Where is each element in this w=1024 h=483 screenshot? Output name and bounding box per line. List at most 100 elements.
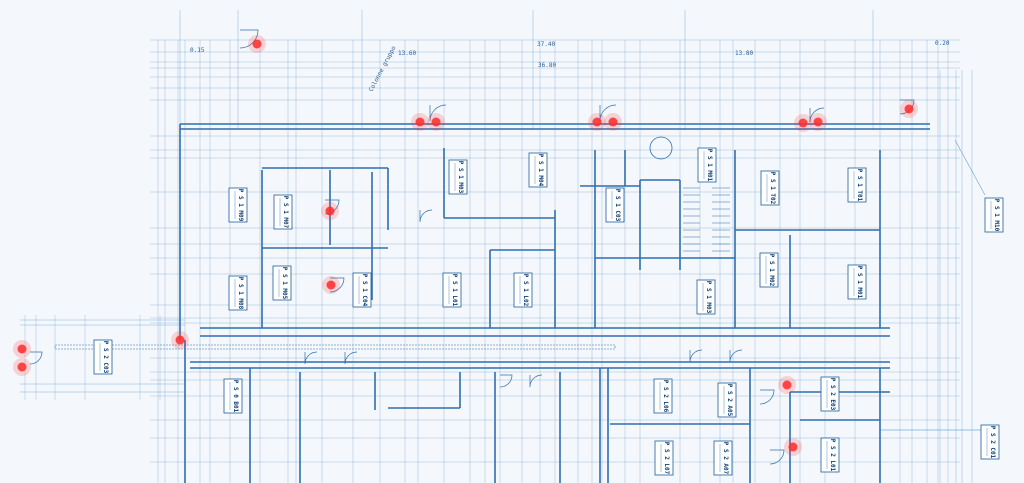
marker-dot <box>608 117 618 127</box>
room-id-label: P S 2 E03 <box>829 378 836 411</box>
corridor-hatch <box>54 344 616 350</box>
room-id-label: P S 2 L07 <box>663 442 670 475</box>
dimension-labels: 37.40 13.60 0.15 0.20 36.80 13.80 Colonn… <box>190 40 950 93</box>
room-tag: P S 1 M01 <box>697 147 717 183</box>
room-tag: P S 2 E03 <box>820 376 840 412</box>
room-tag-box <box>352 272 372 308</box>
room-tag-box <box>820 376 840 412</box>
room-tag: P S 1 M02 <box>759 252 779 288</box>
room-id-label: P S 2 A05 <box>726 384 733 417</box>
room-tag: P S 1 M07 <box>273 194 293 230</box>
room-id-label: P S 1 T01 <box>856 169 863 202</box>
room-tag: P S 1 M03 <box>448 159 468 195</box>
room-tag: P S 2 A07 <box>713 440 733 476</box>
room-tag: P S 2 L01 <box>820 437 840 473</box>
marker-dot <box>798 118 808 128</box>
room-tag-box <box>847 167 867 203</box>
room-tag: P S 1 M05 <box>272 265 292 301</box>
room-tag-box <box>759 252 779 288</box>
room-id-label: P S 1 M04 <box>537 154 544 187</box>
room-tag: P S 1 L01 <box>442 272 462 308</box>
room-tag-box <box>273 194 293 230</box>
room-tag: P S 1 M01 <box>847 264 867 300</box>
marker-dot <box>904 104 914 114</box>
door-swings <box>29 29 915 465</box>
room-tag-box <box>760 170 780 206</box>
room-id-label: P S 1 L01 <box>451 274 458 307</box>
room-tag-box <box>713 440 733 476</box>
room-id-label: P S 1 M05 <box>281 267 288 300</box>
room-tag-box <box>654 440 674 476</box>
door-swing <box>809 107 825 123</box>
room-tag: P S 1 M09 <box>228 187 248 223</box>
room-tag-box <box>228 275 248 311</box>
marker-dot <box>17 362 27 372</box>
door-swing <box>499 374 513 388</box>
room-id-label: P S 1 C04 <box>361 274 368 307</box>
room-tag: P S 1 M08 <box>228 275 248 311</box>
room-tag-box <box>847 264 867 300</box>
marker-dot <box>782 380 792 390</box>
room-id-label: P S 2 C03 <box>102 341 109 374</box>
leader-line <box>954 139 986 196</box>
room-id-label: P S 1 M07 <box>282 196 289 229</box>
markers <box>13 35 918 456</box>
door-swing <box>729 349 743 363</box>
door-swing <box>529 374 543 388</box>
room-tag: P S 2 C01 <box>980 424 1000 460</box>
room-id-label: P S 1 M03 <box>705 281 712 314</box>
room-id-label: P S 2 C01 <box>989 426 996 459</box>
room-tag-box <box>717 382 737 418</box>
marker-dot <box>415 117 425 127</box>
room-tag: P S 2 A05 <box>717 382 737 418</box>
marker-dot <box>17 344 27 354</box>
room-tag-box <box>605 187 625 223</box>
dim-label-4: 0.20 <box>935 40 950 47</box>
room-id-label: P S 1 M01 <box>706 149 713 182</box>
room-tag: P S 1 T01 <box>847 167 867 203</box>
door-swing <box>29 351 43 365</box>
door-swing <box>689 349 703 363</box>
room-tag-box <box>223 378 243 414</box>
room-id-label: P S 1 M03 <box>457 161 464 194</box>
dim-label-1: 37.40 <box>537 41 555 48</box>
door-swing <box>759 389 775 405</box>
room-id-label: P S 1 L02 <box>522 274 529 307</box>
marker-dot <box>252 39 262 49</box>
room-tag: P S 0 B01 <box>223 378 243 414</box>
door-swing <box>304 351 318 365</box>
room-id-label: P S 1 M09 <box>237 189 244 222</box>
walls <box>54 123 930 483</box>
room-tag-box <box>697 147 717 183</box>
room-tag-box <box>448 159 468 195</box>
door-swing <box>329 277 345 293</box>
room-tag: P S 1 L02 <box>513 272 533 308</box>
room-tag: P S 1 M10 <box>984 197 1004 233</box>
room-tag: P S 1 C03 <box>605 187 625 223</box>
column-circle <box>649 136 673 160</box>
room-id-label: P S 2 L01 <box>829 439 836 472</box>
door-swing <box>344 351 358 365</box>
room-tags: P S 1 M09 P S 1 M07 P S 1 M05 P S 1 M08 P S … <box>93 147 1004 476</box>
room-tag-box <box>513 272 533 308</box>
room-tag-box <box>228 187 248 223</box>
room-tag: P S 2 C03 <box>93 339 113 375</box>
dim-label-3: 0.15 <box>190 47 205 54</box>
dim-label-2: 13.60 <box>398 50 416 57</box>
marker-dot <box>175 335 185 345</box>
room-tag-box <box>272 265 292 301</box>
dim-label-5: 36.80 <box>538 62 556 69</box>
door-swing <box>429 104 447 122</box>
room-tag: P S 2 L07 <box>654 440 674 476</box>
room-tag: P S 2 L06 <box>653 378 673 414</box>
room-id-label: P S 0 B01 <box>232 380 239 413</box>
room-id-label: P S 1 T02 <box>769 172 776 205</box>
marker-dot <box>325 206 335 216</box>
room-tag-box <box>528 152 548 188</box>
room-tag: P S 1 C04 <box>352 272 372 308</box>
door-swing <box>419 209 433 223</box>
dimension-lines <box>20 10 986 483</box>
room-id-label: P S 2 L06 <box>662 380 669 413</box>
